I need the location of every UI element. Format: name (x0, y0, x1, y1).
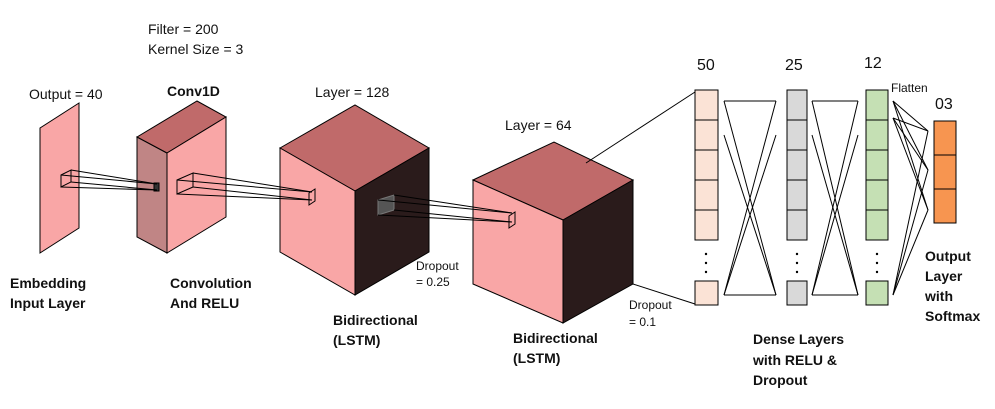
dense-column-1-ellipsis (704, 252, 708, 274)
lstm1-to-lstm2-lines (377, 194, 513, 223)
output-name-line2: Layer (925, 268, 963, 284)
dense-column-3-ellipsis (875, 252, 879, 274)
dense2-to-dense3-lines (811, 100, 859, 296)
output-count: 03 (935, 96, 953, 113)
dense-column-3 (865, 89, 889, 306)
lstm1-cube-side (354, 147, 430, 296)
lstm2-name-line1: Bidirectional (513, 330, 598, 346)
embedding-output-label: Output = 40 (29, 86, 103, 102)
conv-name-line1: Convolution (170, 275, 252, 291)
lstm1-target-cell (308, 188, 316, 206)
dense-column-2 (786, 89, 808, 306)
conv-kernel-label: Kernel Size = 3 (148, 41, 244, 57)
output-name-line4: Softmax (925, 308, 981, 324)
conv-block-side (136, 136, 168, 254)
conv-block-front (166, 116, 227, 254)
dense-column-1 (694, 89, 719, 306)
dense1-to-dense2-lines (723, 100, 777, 296)
dense-col2-count: 25 (785, 57, 803, 74)
lstm1-layer-label: Layer = 128 (315, 84, 390, 100)
dense-name-line3: Dropout (753, 372, 808, 388)
lstm1-dropout-line1: Dropout (416, 259, 459, 273)
dense-col3-count: 12 (864, 55, 882, 72)
embedding-to-conv-lines (60, 169, 158, 191)
dense-col1-count: 50 (697, 57, 715, 74)
output-name-line3: with (925, 288, 953, 304)
lstm2-dropout-line1: Dropout (629, 298, 672, 312)
conv-to-lstm1-lines (176, 172, 313, 201)
lstm2-layer-label: Layer = 64 (505, 117, 572, 133)
conv-target-cell (153, 182, 160, 192)
lstm2-dropout-line2: = 0.1 (629, 315, 657, 329)
dense-column-2-ellipsis (795, 252, 799, 274)
dense-name-line2: with RELU & (753, 352, 837, 368)
conv-title: Conv1D (167, 83, 220, 99)
dense3-to-softmax-lines (892, 100, 929, 296)
output-name-line1: Output (925, 248, 971, 264)
embedding-name-line1: Embedding (10, 275, 87, 291)
conv-filter-label: Filter = 200 (148, 21, 219, 37)
embedding-name-line2: Input Layer (10, 295, 86, 311)
lstm1-dropout-line2: = 0.25 (416, 275, 450, 289)
lstm2-target-cell (508, 211, 516, 229)
dense-name-line1: Dense Layers (753, 331, 845, 347)
flatten-label: Flatten (891, 81, 928, 95)
lstm1-name-line1: Bidirectional (333, 312, 418, 328)
lstm1-name-line2: (LSTM) (333, 332, 381, 348)
lstm2-to-dense-lines (585, 91, 696, 305)
embedding-layer-slab (39, 102, 80, 254)
lstm2-name-line2: (LSTM) (513, 350, 561, 366)
conv-name-line2: And RELU (170, 295, 240, 311)
softmax-column (933, 120, 957, 224)
